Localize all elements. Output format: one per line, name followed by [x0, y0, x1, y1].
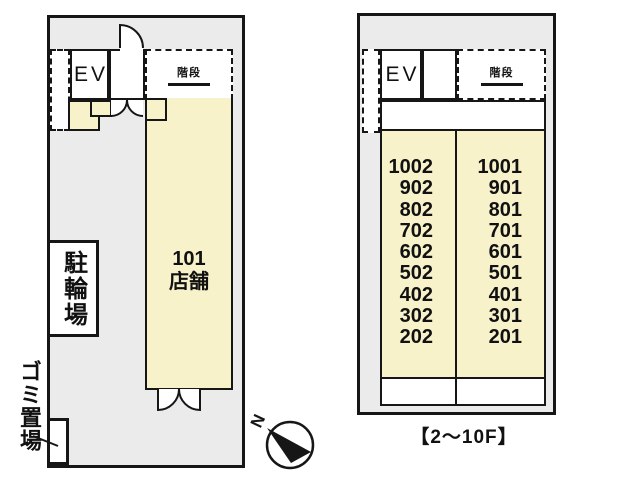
room-number: 302 — [399, 305, 433, 328]
right-plan-hall — [422, 49, 457, 100]
room-number: 201 — [488, 326, 522, 349]
room-number: 502 — [399, 262, 433, 285]
shop-entry-step — [145, 98, 167, 121]
unit-column-left: 1002 902 802 702 602 502 402 302 202 — [380, 129, 457, 379]
room-number: 401 — [488, 283, 522, 306]
shop-room-101: 101 店舗 — [145, 98, 233, 390]
floors-caption: 【2～10F】 — [410, 427, 518, 448]
garbage-storage-box — [47, 418, 69, 465]
shop-number: 101 — [172, 248, 206, 270]
elevator-label: EV — [74, 62, 109, 86]
room-number: 602 — [399, 241, 433, 264]
bicycle-parking-label: 駐輪場 — [59, 249, 87, 328]
balcony-left — [380, 377, 457, 406]
left-plan-staircase: 階段 — [145, 49, 233, 100]
room-number: 402 — [399, 283, 433, 306]
compass: N — [247, 411, 315, 470]
stairs-symbol-line — [480, 82, 523, 86]
room-number: 701 — [488, 219, 522, 242]
garbage-storage-label: ゴミ置場 — [17, 360, 42, 452]
north-label: N — [247, 411, 269, 430]
bicycle-parking-box: 駐輪場 — [47, 240, 99, 337]
corridor — [380, 100, 546, 131]
elevator-label: EV — [385, 62, 420, 86]
room-number: 901 — [488, 177, 522, 200]
left-plan-elevator-room: EV — [70, 49, 109, 100]
room-number: 1002 — [388, 156, 434, 178]
left-plan-dashed-void — [50, 49, 70, 131]
entry-area-step-small — [90, 100, 112, 117]
room-number: 702 — [399, 219, 433, 242]
stairs-label: 階段 — [489, 66, 514, 79]
stairs-symbol-line — [168, 82, 210, 86]
balcony-right — [455, 377, 546, 406]
right-plan-dashed-void — [362, 49, 380, 133]
room-number: 202 — [399, 326, 433, 349]
compass-circle — [265, 420, 315, 470]
room-number: 301 — [488, 305, 522, 328]
stairs-label: 階段 — [177, 66, 201, 79]
right-plan-elevator-room: EV — [380, 49, 422, 100]
left-plan-entrance-hall — [109, 49, 145, 100]
unit-column-right: 1001 901 801 701 601 501 401 301 201 — [455, 129, 546, 379]
shop-room-label: 101 店舗 — [147, 248, 231, 294]
room-number: 801 — [488, 198, 522, 221]
room-number: 902 — [399, 177, 433, 200]
room-number: 501 — [488, 262, 522, 285]
shop-type-label: 店舗 — [169, 271, 209, 293]
room-number: 802 — [399, 198, 433, 221]
compass-needle — [267, 428, 311, 463]
room-number: 1001 — [477, 156, 523, 178]
room-number: 601 — [488, 241, 522, 264]
right-plan-staircase: 階段 — [457, 49, 546, 100]
